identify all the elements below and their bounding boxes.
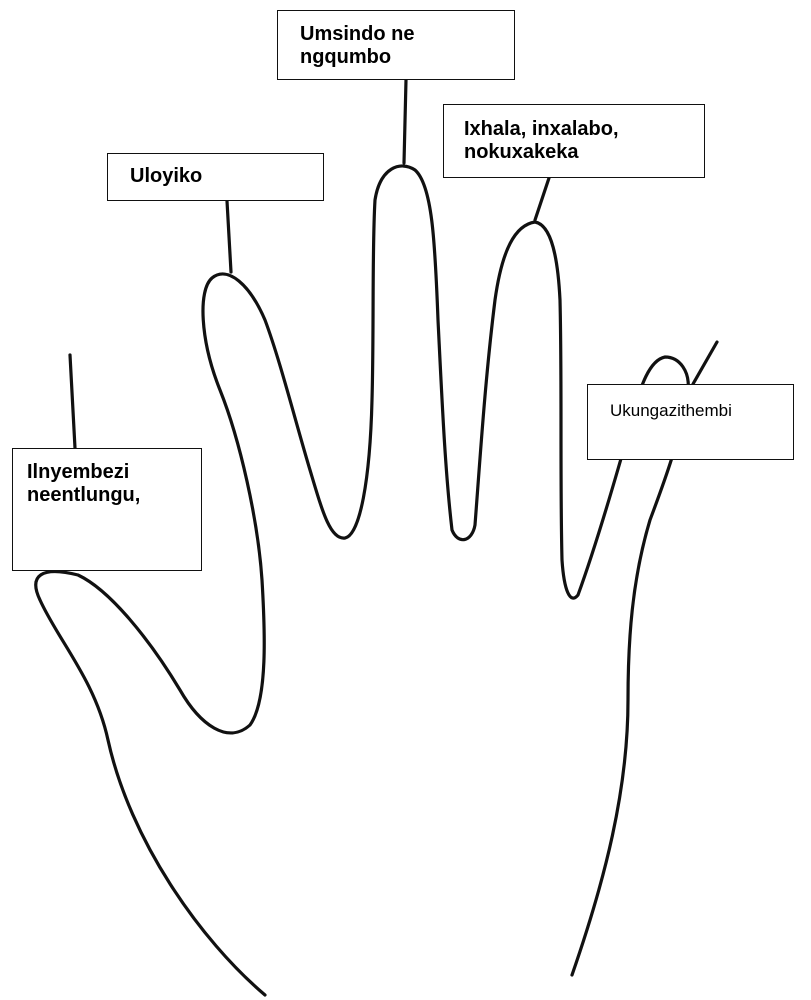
label-thumb: Ilnyembezi neentlungu, xyxy=(12,448,202,571)
label-ring-text: Ixhala, inxalabo, nokuxakeka xyxy=(464,118,704,164)
label-little: Ukungazithembi xyxy=(587,384,794,460)
label-index-text: Uloyiko xyxy=(130,165,323,188)
leader-line-index xyxy=(227,201,231,272)
label-little-text: Ukungazithembi xyxy=(610,401,793,421)
label-index: Uloyiko xyxy=(107,153,324,201)
label-ring: Ixhala, inxalabo, nokuxakeka xyxy=(443,104,705,178)
label-middle: Umsindo ne ngqumbo xyxy=(277,10,515,80)
label-thumb-text: Ilnyembezi neentlungu, xyxy=(27,461,201,507)
leader-line-ring xyxy=(535,178,549,220)
hand-outline xyxy=(36,166,688,995)
leader-line-little xyxy=(693,342,717,384)
leader-line-middle xyxy=(404,80,406,163)
label-middle-text: Umsindo ne ngqumbo xyxy=(300,23,514,69)
leader-line-thumb xyxy=(70,355,75,448)
